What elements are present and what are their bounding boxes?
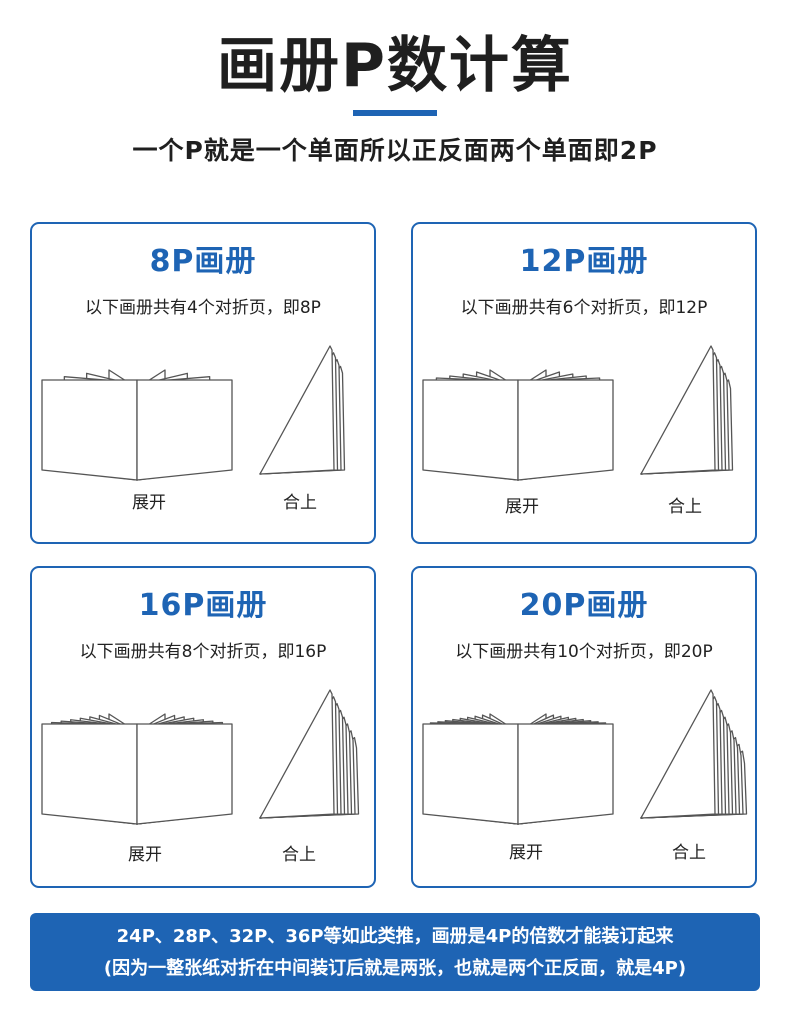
card-description: 以下画册共有8个对折页，即16P [79,642,327,662]
open-label: 展开 [505,497,539,517]
closed-page [259,689,335,819]
card-8p: 8P画册 以下画册共有4个对折页，即8P 展开 合上 [30,222,376,544]
card-title: 16P画册 [138,588,268,623]
open-booklet-illustration [41,345,346,481]
card-12p: 12P画册 以下画册共有6个对折页，即12P 展开 合上 [411,222,757,544]
page-subtitle: 一个P就是一个单面所以正反面两个单面即2P [132,136,658,165]
card-20p: 20P画册 以下画册共有10个对折页，即20P 展开 合上 [411,566,757,888]
closed-page [640,689,716,819]
card-description: 以下画册共有10个对折页，即20P [455,642,713,662]
closed-page [259,345,335,475]
open-page-left [422,379,519,481]
card-title: 8P画册 [149,244,257,279]
open-booklet-illustration [422,345,734,481]
open-booklet-illustration [422,689,748,825]
footer-note: 24P、28P、32P、36P等如此类推，画册是4P的倍数才能装订起来 (因为一… [30,913,760,991]
closed-label: 合上 [282,845,316,865]
card-description: 以下画册共有6个对折页，即12P [460,298,708,318]
page-title: 画册P数计算 [217,31,573,101]
closed-label: 合上 [672,843,706,863]
card-title: 20P画册 [519,588,649,623]
open-page-left [41,723,138,825]
open-page-right [517,379,614,481]
open-booklet-illustration [41,689,360,825]
footer-line-2: (因为一整张纸对折在中间装订后就是两张，也就是两个正反面，就是4P) [103,958,687,979]
closed-label: 合上 [668,497,702,517]
open-label: 展开 [132,493,166,513]
open-label: 展开 [128,845,162,865]
open-page-right [517,723,614,825]
open-page-left [422,723,519,825]
card-description: 以下画册共有4个对折页，即8P [85,298,321,318]
card-16p: 16P画册 以下画册共有8个对折页，即16P 展开 合上 [30,566,376,888]
closed-label: 合上 [283,493,317,513]
open-label: 展开 [509,843,543,863]
card-title: 12P画册 [519,244,649,279]
open-page-left [41,379,138,481]
open-page-right [136,379,233,481]
footer-line-1: 24P、28P、32P、36P等如此类推，画册是4P的倍数才能装订起来 [116,926,674,947]
closed-page [640,345,716,475]
open-page-right [136,723,233,825]
title-underline [353,110,437,116]
